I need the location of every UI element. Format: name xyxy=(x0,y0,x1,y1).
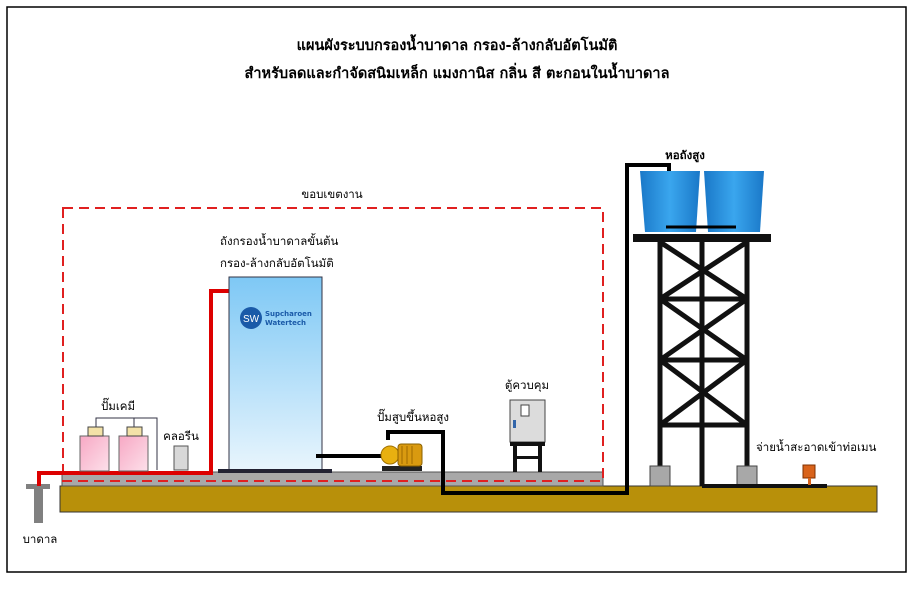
filter-tank: SW Supcharoen Watertech xyxy=(218,276,332,473)
outlet-valve-icon xyxy=(802,464,816,485)
outlet-label: จ่ายน้ำสะอาดเข้าท่อเมน xyxy=(756,439,877,454)
well-icon xyxy=(26,484,50,523)
well-label: บาดาล xyxy=(23,532,58,546)
water-tower xyxy=(633,171,771,487)
title-line-2: สำหรับลดและกำจัดสนิมเหล็ก แมงกานิส กลิ่น… xyxy=(245,62,670,82)
title-line-1: แผนผังระบบกรองน้ำบาดาล กรอง-ล้างกลับอัตโ… xyxy=(297,34,618,54)
filter-tank-label-1: ถังกรองน้ำบาดาลขั้นต้น xyxy=(220,233,338,248)
booster-pump-icon xyxy=(380,443,423,471)
pipe-to-tower xyxy=(386,163,671,495)
water-tower-label: หอถังสูง xyxy=(665,148,705,163)
raw-water-pipe xyxy=(37,289,236,486)
control-cabinet-label: ตู้ควบคุม xyxy=(505,378,549,392)
scope-label: ขอบเขตงาน xyxy=(301,187,362,201)
filter-tank-label-2: กรอง-ล้างกลับอัตโนมัติ xyxy=(220,256,334,270)
chlorine-label: คลอรีน xyxy=(163,429,199,443)
ground xyxy=(59,471,878,513)
chemical-pump-label: ปั๊มเคมี xyxy=(101,397,135,413)
svg-text:Watertech: Watertech xyxy=(265,319,306,327)
scope-boundary xyxy=(62,207,604,482)
chlorine-tank xyxy=(173,445,189,471)
svg-text:SW: SW xyxy=(243,314,260,325)
control-cabinet xyxy=(509,399,546,472)
booster-pump-label: ปั๊มสูบขึ้นหอสูง xyxy=(377,408,449,424)
chemical-pumps xyxy=(79,417,158,472)
svg-text:Supcharoen: Supcharoen xyxy=(265,310,312,318)
company-logo: SW Supcharoen Watertech xyxy=(240,307,312,329)
